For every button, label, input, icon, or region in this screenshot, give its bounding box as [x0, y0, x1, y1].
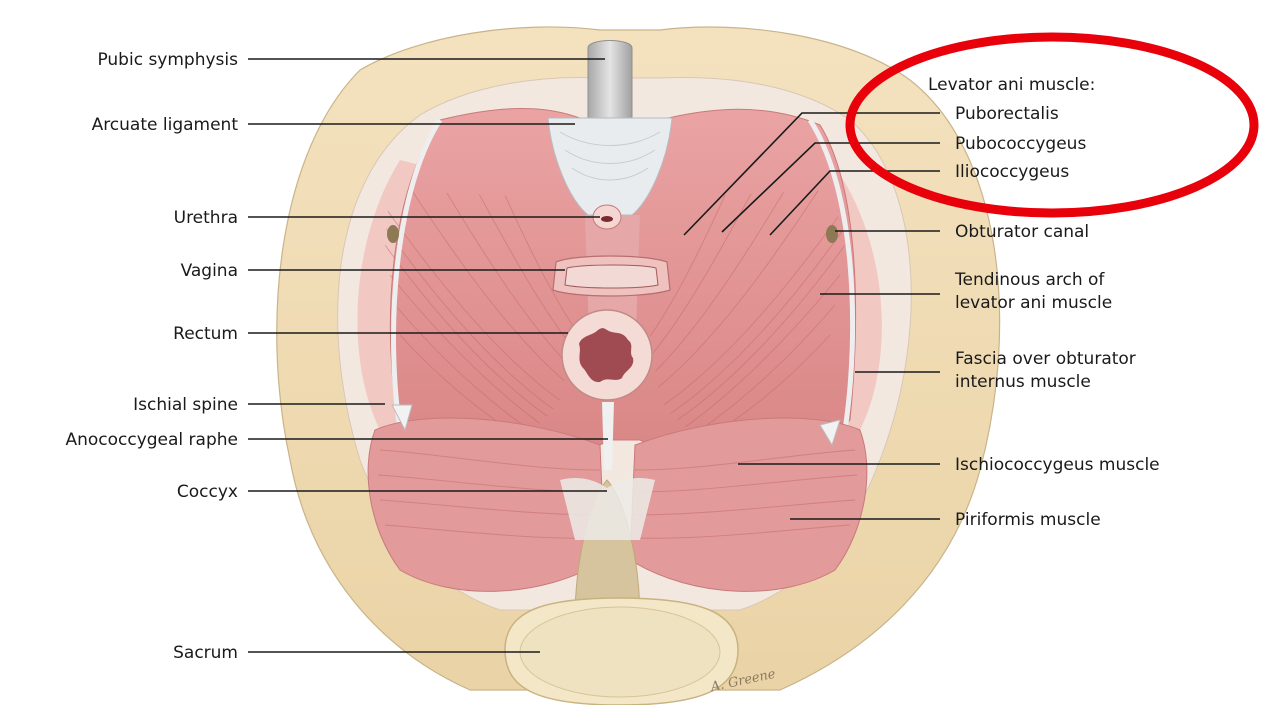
- label-ischiococcygeus: Ischiococcygeus muscle: [955, 455, 1160, 475]
- label-pubococcygeus: Pubococcygeus: [955, 134, 1086, 154]
- label-obturator-canal: Obturator canal: [955, 222, 1089, 242]
- label-vagina: Vagina: [181, 261, 238, 281]
- label-sacrum: Sacrum: [173, 643, 238, 663]
- label-pubic-symphysis: Pubic symphysis: [97, 50, 238, 70]
- label-iliococcygeus: Iliococcygeus: [955, 162, 1069, 182]
- label-piriformis: Piriformis muscle: [955, 510, 1101, 530]
- label-tendinous-arch-line1: Tendinous arch of: [954, 270, 1105, 290]
- label-fascia-obturator-line2: internus muscle: [955, 372, 1091, 392]
- obturator-canal-right: [826, 225, 838, 243]
- label-coccyx: Coccyx: [177, 482, 238, 502]
- label-tendinous-arch-line2: levator ani muscle: [955, 293, 1112, 313]
- label-puborectalis: Puborectalis: [955, 104, 1059, 124]
- label-anococcygeal-raphe: Anococcygeal raphe: [65, 430, 238, 450]
- right-labels: Levator ani muscle: Puborectalis Pubococ…: [928, 75, 1160, 530]
- left-labels: Pubic symphysis Arcuate ligament Urethra…: [65, 50, 238, 663]
- label-arcuate-ligament: Arcuate ligament: [92, 115, 239, 135]
- urethra-lumen: [601, 216, 613, 222]
- label-levator-ani-heading: Levator ani muscle:: [928, 75, 1095, 95]
- label-urethra: Urethra: [174, 208, 238, 228]
- label-fascia-obturator-line1: Fascia over obturator: [955, 349, 1136, 369]
- label-ischial-spine: Ischial spine: [133, 395, 238, 415]
- label-rectum: Rectum: [173, 324, 238, 344]
- sacrum-body: [520, 607, 720, 697]
- pubic-symphysis-shape: [588, 41, 632, 119]
- anococcygeal-raphe-shape: [602, 402, 614, 470]
- vagina-lumen: [565, 265, 658, 288]
- obturator-canal-left: [387, 225, 399, 243]
